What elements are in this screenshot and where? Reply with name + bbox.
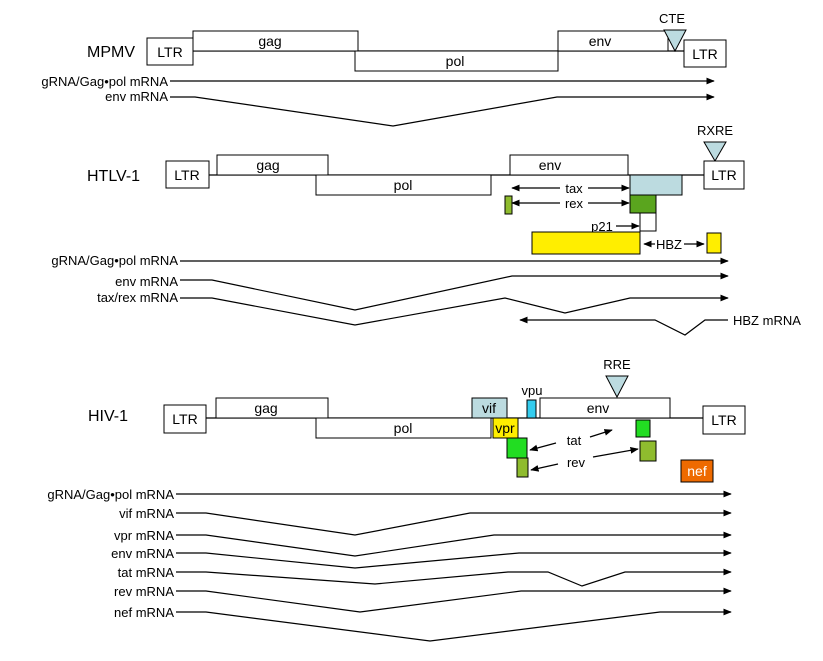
htlv-pol-label: pol bbox=[394, 177, 413, 193]
hiv-rev-arrow-right bbox=[592, 447, 639, 458]
hiv-mrna-line-2 bbox=[176, 531, 732, 557]
htlv-mrna-line-1 bbox=[180, 272, 729, 311]
hiv-mrna-label-5: rev mRNA bbox=[114, 584, 174, 599]
hiv-mrna-line-6 bbox=[176, 608, 732, 642]
hiv-rev-exon2-box bbox=[639, 440, 657, 462]
htlv-env-label: env bbox=[539, 157, 562, 173]
htlv-hbz-mrna-label: HBZ mRNA bbox=[733, 313, 801, 328]
hiv-tat-arrow-left bbox=[529, 442, 557, 452]
mpmv-gag-box bbox=[192, 30, 359, 52]
mpmv-gag-label: gag bbox=[258, 33, 281, 49]
htlv-gag-label: gag bbox=[256, 157, 279, 173]
htlv-mrna-line-2 bbox=[180, 294, 729, 326]
mpmv-mrna-line-1 bbox=[170, 93, 715, 127]
hiv-nef-box bbox=[680, 459, 714, 483]
mpmv-mrna-label-0: gRNA/Gag•pol mRNA bbox=[41, 74, 168, 89]
hiv-env-label: env bbox=[587, 400, 610, 416]
hiv-vif-box bbox=[471, 397, 508, 419]
htlv-tax-exon-box bbox=[629, 174, 683, 196]
hiv-mrna-label-3: env mRNA bbox=[111, 546, 174, 561]
htlv-tax-label: tax bbox=[565, 181, 583, 196]
htlv-hbz-mrna-line bbox=[519, 316, 728, 336]
hiv-vpr-label: vpr bbox=[495, 420, 515, 436]
htlv-first-exon-box bbox=[504, 195, 513, 215]
hiv-ltr-right-box bbox=[702, 405, 746, 435]
htlv-rxre-label: RXRE bbox=[697, 123, 733, 138]
hiv-mrna-line-1 bbox=[176, 509, 732, 536]
htlv-gag-box bbox=[216, 154, 329, 176]
hiv-rev-exon1-box bbox=[516, 457, 529, 478]
hiv-ltr-left-box bbox=[163, 404, 207, 434]
hiv-pol-box bbox=[315, 417, 492, 439]
hiv-pol-label: pol bbox=[394, 420, 413, 436]
hiv-mrna-label-6: nef mRNA bbox=[114, 605, 174, 620]
htlv-mrna-label-2: tax/rex mRNA bbox=[97, 290, 178, 305]
htlv-rex-exon-box bbox=[629, 194, 657, 214]
mpmv-cte-triangle bbox=[663, 29, 687, 53]
hiv-ltr-right-label: LTR bbox=[711, 412, 736, 428]
hiv-rre-label: RRE bbox=[603, 357, 631, 372]
mpmv-pol-box bbox=[354, 50, 559, 72]
hiv-tat-label: tat bbox=[567, 433, 582, 448]
hiv-tat-arrow-right bbox=[589, 429, 613, 438]
htlv-hbz-block-small bbox=[706, 232, 722, 254]
hiv-vpu-box bbox=[526, 399, 537, 419]
htlv-section: HTLV-1 LTR gag pol env RXRE LTR tax rex … bbox=[51, 123, 801, 336]
hiv-tat-exon1-box bbox=[506, 437, 528, 459]
hiv-mrna-label-2: vpr mRNA bbox=[114, 528, 174, 543]
mpmv-mrna-label-1: env mRNA bbox=[105, 89, 168, 104]
htlv-rex-label: rex bbox=[565, 196, 584, 211]
htlv-ltr-left-label: LTR bbox=[174, 167, 199, 183]
hiv-vif-label: vif bbox=[482, 400, 496, 416]
hiv-gag-label: gag bbox=[254, 400, 277, 416]
hiv-mrna-label-4: tat mRNA bbox=[118, 565, 175, 580]
mpmv-env-box bbox=[557, 30, 669, 52]
htlv-rxre-triangle bbox=[703, 141, 727, 162]
mpmv-pol-label: pol bbox=[446, 53, 465, 69]
hiv-genome-name: HIV-1 bbox=[88, 408, 128, 425]
hiv-mrna-label-1: vif mRNA bbox=[119, 506, 174, 521]
hiv-rev-label: rev bbox=[567, 455, 586, 470]
htlv-hbz-block-large bbox=[531, 231, 641, 255]
mpmv-genome-name: MPMV bbox=[87, 44, 135, 61]
hiv-gag-box bbox=[215, 397, 329, 419]
hiv-vpu-label: vpu bbox=[522, 383, 543, 398]
mpmv-section: MPMV LTR gag pol env CTE LTR gRNA/Gag•po… bbox=[41, 11, 727, 127]
hiv-mrna-line-3 bbox=[176, 549, 732, 569]
htlv-p21-label: p21 bbox=[591, 219, 613, 234]
hiv-mrna-line-5 bbox=[176, 587, 732, 613]
htlv-env-box bbox=[509, 154, 629, 176]
htlv-hbz-label: HBZ bbox=[656, 237, 682, 252]
mpmv-ltr-left-label: LTR bbox=[157, 44, 182, 60]
htlv-pol-box bbox=[315, 174, 492, 196]
hiv-rre-triangle bbox=[605, 375, 629, 399]
mpmv-cte-label: CTE bbox=[659, 11, 685, 26]
htlv-mrna-label-0: gRNA/Gag•pol mRNA bbox=[51, 253, 178, 268]
mpmv-ltr-right-label: LTR bbox=[692, 46, 717, 62]
mpmv-env-label: env bbox=[589, 33, 612, 49]
htlv-genome-name: HTLV-1 bbox=[87, 168, 140, 185]
htlv-p21-exon-box bbox=[639, 212, 657, 232]
hiv-mrna-line-4 bbox=[176, 568, 732, 587]
mpmv-ltr-right-box bbox=[683, 39, 727, 68]
htlv-ltr-right-box bbox=[703, 160, 745, 190]
htlv-mrna-label-1: env mRNA bbox=[115, 274, 178, 289]
hiv-nef-label: nef bbox=[687, 463, 707, 479]
hiv-rev-arrow-left bbox=[530, 463, 559, 472]
hiv-section: HIV-1 LTR gag pol vif vpr vpu env RRE LT… bbox=[47, 357, 746, 642]
hiv-env-box bbox=[539, 397, 671, 419]
htlv-ltr-right-label: LTR bbox=[711, 167, 736, 183]
hiv-tat-exon2-box bbox=[635, 419, 651, 438]
hiv-vpr-box bbox=[492, 417, 519, 439]
hiv-ltr-left-label: LTR bbox=[172, 411, 197, 427]
htlv-ltr-left-box bbox=[165, 160, 210, 189]
hiv-mrna-label-0: gRNA/Gag•pol mRNA bbox=[47, 487, 174, 502]
